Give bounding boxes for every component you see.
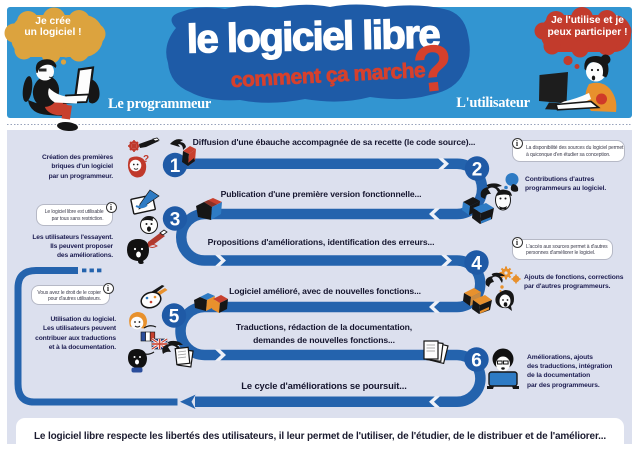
svg-text:4: 4	[471, 254, 482, 275]
svg-text:2: 2	[472, 160, 483, 181]
svg-text:5: 5	[169, 307, 180, 328]
svg-text:6: 6	[471, 351, 482, 372]
svg-text:?: ?	[143, 154, 149, 165]
svg-text:3: 3	[170, 210, 181, 231]
svg-text:1: 1	[170, 156, 181, 177]
